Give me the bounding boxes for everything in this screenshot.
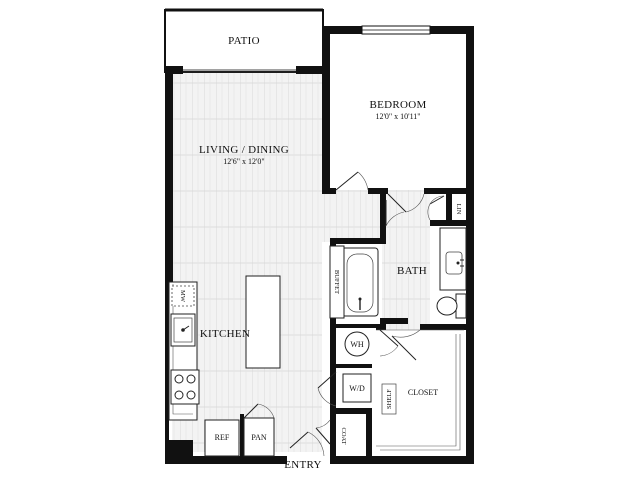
- patio-door: [183, 69, 296, 73]
- kitchen-label: KITCHEN: [200, 328, 250, 340]
- water-heater-closet: [340, 330, 374, 362]
- bedroom-dimensions: 12'0" x 10'11": [375, 112, 420, 121]
- lin-label: LIN: [455, 204, 462, 215]
- ref-label: REF: [215, 433, 230, 442]
- coat-label: COAT: [340, 428, 347, 445]
- closet-area: [372, 329, 464, 456]
- washer-dryer-closet: [340, 370, 374, 406]
- coat-closet: [315, 418, 364, 456]
- bedroom-door: [335, 171, 369, 191]
- bath-door: [385, 193, 425, 227]
- exterior-walls: [165, 26, 474, 464]
- entry-door: [289, 431, 325, 457]
- patio-label: PATIO: [228, 35, 260, 47]
- bedroom-window: [361, 25, 431, 35]
- kitchen-sink: [170, 313, 196, 347]
- pan-label: PAN: [251, 433, 266, 442]
- bedroom-label: BEDROOM: [369, 99, 426, 111]
- buffet-counter: [329, 245, 345, 319]
- shelf-label: SHELF: [386, 389, 393, 409]
- pantry: [243, 403, 275, 457]
- mw-label: MW: [179, 290, 186, 303]
- wh-label: WH: [350, 340, 364, 349]
- bathtub: [341, 247, 379, 317]
- wd-label: W/D: [349, 384, 365, 393]
- living-dining-dimensions: 12'6" x 12'0": [223, 157, 264, 166]
- entry-label: ENTRY: [284, 459, 322, 471]
- linen-door: [427, 195, 445, 221]
- living-dining-label: LIVING / DINING: [199, 144, 289, 156]
- bath-label: BATH: [397, 265, 427, 277]
- refrigerator: [204, 419, 240, 457]
- vanity-sink: [439, 227, 467, 291]
- buffet-label: BUFFET: [333, 270, 340, 294]
- closet-label: CLOSET: [408, 388, 438, 397]
- toilet: [436, 293, 467, 319]
- stove: [170, 369, 200, 405]
- microwave: [171, 285, 195, 307]
- wd-door: [317, 371, 337, 407]
- kitchen-island: [245, 275, 281, 369]
- wh-door: [379, 329, 399, 357]
